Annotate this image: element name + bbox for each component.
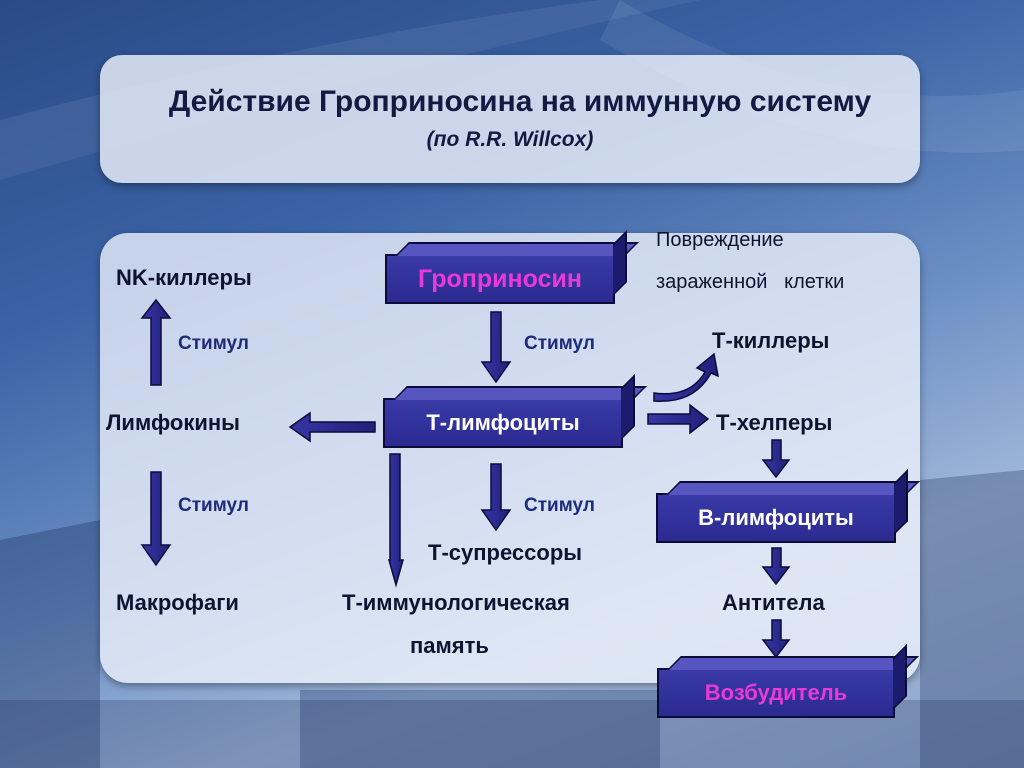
arrow-groprinosin-to-tlymph — [480, 311, 512, 384]
arrow-lymphokines-to-macrophages — [140, 471, 172, 567]
t-helpers-label: Т-хелперы — [716, 410, 833, 435]
arrow-tlymph-to-tmemory — [388, 453, 404, 588]
antibodies-label: Антитела — [722, 590, 825, 615]
arrow-tlymph-to-tkillers — [653, 352, 719, 402]
t-killers-label: Т-киллеры — [712, 328, 830, 353]
stimulus-label-macrophages: Стимул — [178, 495, 249, 516]
stimulus-label-nk: Стимул — [178, 333, 249, 354]
pathogen-label: Возбудитель — [704, 680, 848, 705]
title-panel — [100, 55, 920, 183]
stimulus-label-main: Стимул — [524, 333, 595, 354]
arrow-tlymph-to-thelpers — [647, 403, 710, 435]
damage-label-line1: Повреждение — [656, 229, 784, 251]
lymphokines-label: Лимфокины — [106, 410, 240, 435]
b-lymphocytes-box: В-лимфоциты — [656, 469, 920, 543]
arrow-blymph-to-antibodies — [761, 547, 791, 586]
macrophages-label: Макрофаги — [116, 590, 239, 615]
page-title: Действие Гроприносина на иммунную систем… — [168, 85, 872, 118]
t-memory-label-line1: Т-иммунологическая — [342, 590, 570, 615]
stimulus-label-suppressors: Стимул — [524, 495, 595, 516]
arrow-thelpers-to-blymph — [761, 439, 791, 479]
t-suppressors-label: Т-супрессоры — [428, 540, 583, 565]
damage-label-line2: зараженной клетки — [656, 271, 845, 293]
t-lymphocytes-label: Т-лимфоциты — [426, 410, 580, 435]
page-subtitle: (по R.R. Willcox) — [426, 128, 594, 151]
t-memory-label-line2: память — [410, 633, 489, 658]
nk-killers-label: NK-киллеры — [116, 265, 252, 290]
groprinosin-label: Гроприносин — [418, 264, 582, 293]
diagram-panel — [100, 233, 920, 683]
b-lymphocytes-label: В-лимфоциты — [698, 505, 854, 530]
arrow-lymphokines-to-nk — [140, 298, 172, 386]
t-lymphocytes-box: Т-лимфоциты — [383, 374, 647, 448]
arrow-tlymph-to-lymphokines — [288, 411, 376, 443]
groprinosin-box: Гроприносин — [385, 230, 639, 304]
arrow-tlymph-to-tsuppressors — [480, 463, 512, 532]
pathogen-box: Возбудитель — [657, 644, 919, 718]
arrow-antibodies-to-pathogen — [761, 619, 791, 659]
